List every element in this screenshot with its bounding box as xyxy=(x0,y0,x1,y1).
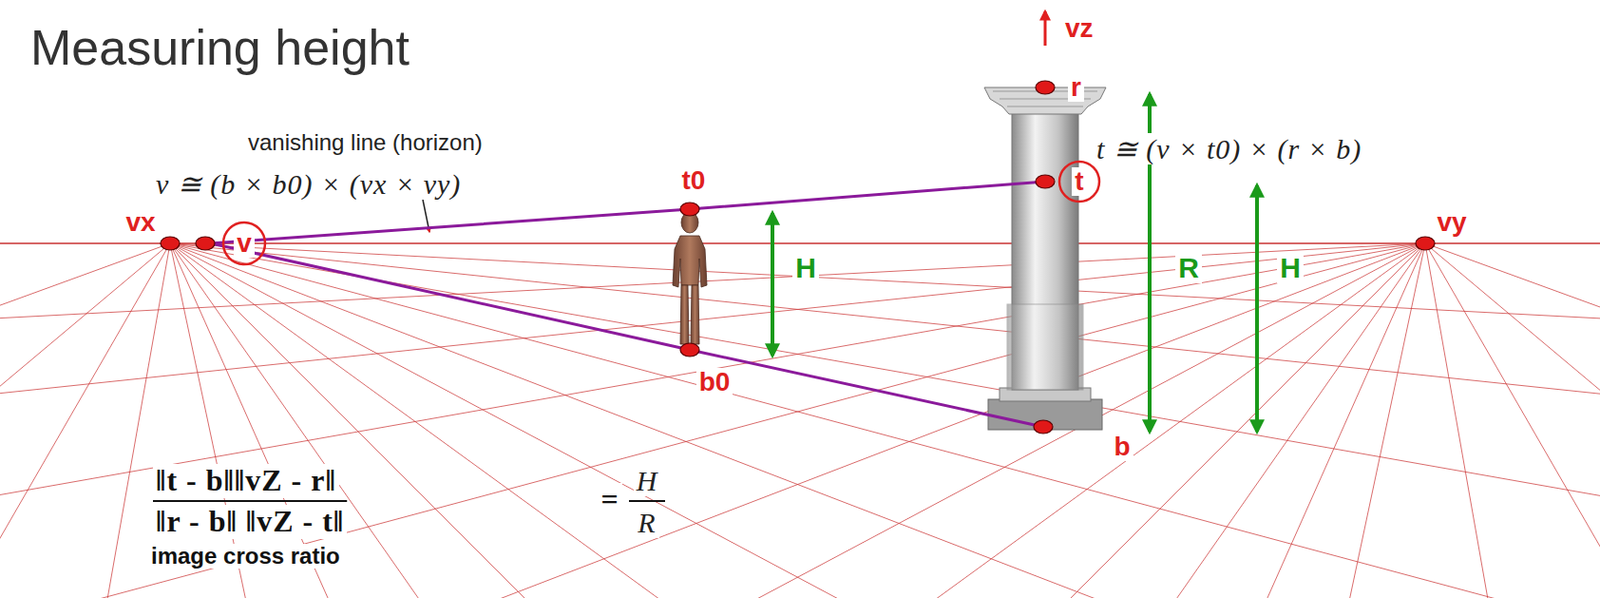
grid-line xyxy=(0,243,1426,598)
highlight-circle xyxy=(223,222,266,265)
formula: t ≅ (v × t0) × (r × b) xyxy=(1093,133,1365,165)
grid-line xyxy=(0,243,171,598)
slide-title: Measuring height xyxy=(30,20,410,76)
height-arrow xyxy=(1255,185,1259,432)
height-label: H xyxy=(1276,251,1304,284)
formula: v ≅ (b × b0) × (vx × vy) xyxy=(152,168,464,200)
point-label: vy xyxy=(1433,208,1469,238)
grid-line xyxy=(170,243,1600,598)
equals-sign: = xyxy=(597,482,622,516)
formula-denominator: R xyxy=(634,506,659,538)
point-label: t xyxy=(1071,167,1086,197)
grid-line xyxy=(0,243,1426,598)
grid-line xyxy=(0,243,1426,598)
grid-line xyxy=(170,243,1600,598)
grid-line xyxy=(170,243,1600,542)
point-label: vz xyxy=(1062,14,1097,44)
grid-line xyxy=(832,243,1426,598)
ground-grid xyxy=(0,243,1600,598)
grid-line xyxy=(0,243,1426,542)
grid-line xyxy=(1425,243,1600,598)
grid-line xyxy=(266,243,1426,598)
grid-line xyxy=(0,243,1426,598)
fraction-bar xyxy=(628,499,666,502)
point-markers xyxy=(160,80,1435,434)
grid-line xyxy=(0,243,171,598)
grid-line xyxy=(170,243,1600,598)
grid-line xyxy=(170,243,1600,598)
caption-note: image cross ratio xyxy=(148,543,343,569)
grid-line xyxy=(170,243,1330,598)
column xyxy=(984,87,1106,430)
construction-line xyxy=(210,243,1044,427)
formula-denominator: ‖r - b‖ ‖vZ - t‖ xyxy=(152,504,347,538)
point-label: r xyxy=(1067,73,1085,103)
person-figure xyxy=(672,211,707,344)
grid-line xyxy=(0,243,1426,598)
grid-line xyxy=(170,243,1600,598)
height-label: R xyxy=(1175,251,1202,284)
vanishing-direction-arrow xyxy=(1044,11,1048,46)
point-label: t0 xyxy=(679,166,709,196)
grid-line xyxy=(0,243,171,598)
highlight-circle xyxy=(1059,161,1100,202)
height-label: H xyxy=(792,251,820,284)
formula-numerator: ‖t - b‖‖vZ - r‖ xyxy=(152,463,340,497)
grid-line xyxy=(170,243,1600,598)
fraction-bar xyxy=(152,499,347,502)
grid-line xyxy=(1425,243,1600,598)
height-arrow xyxy=(770,212,775,356)
formula-numerator: H xyxy=(633,464,662,496)
grid-line xyxy=(1425,243,1600,598)
point-label: vx xyxy=(122,208,158,238)
point-label: b xyxy=(1110,432,1133,462)
grid-line xyxy=(0,243,1426,598)
grid-line xyxy=(1425,243,1600,598)
grid-line xyxy=(0,243,1426,598)
grid-line xyxy=(0,243,171,598)
point-label: b0 xyxy=(696,367,734,398)
grid-line xyxy=(170,243,1600,598)
point-label: v xyxy=(233,228,255,259)
annotation: vanishing line (horizon) xyxy=(245,130,486,155)
